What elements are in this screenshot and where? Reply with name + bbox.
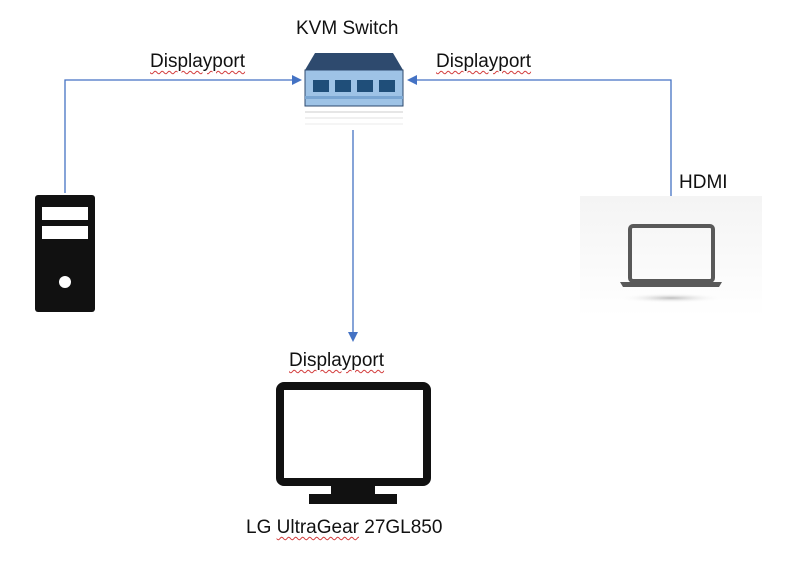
kvm-switch-label: KVM Switch — [296, 18, 399, 39]
monitor-icon — [276, 382, 431, 504]
pc-connection-label: Displayport — [150, 51, 246, 72]
monitor-model-word: UltraGear — [276, 517, 359, 538]
connector-laptop-to-kvm — [407, 75, 672, 196]
kvm-port — [379, 80, 395, 92]
kvm-switch-icon — [304, 53, 404, 125]
kvm-port — [313, 80, 329, 92]
laptop-port-label: HDMI — [679, 172, 728, 193]
monitor-brand-text: LG UltraGear 27GL850 — [246, 517, 443, 538]
laptop-icon — [580, 196, 762, 317]
monitor-connection-label: Displayport — [289, 350, 385, 371]
kvm-port — [335, 80, 351, 92]
desktop-tower-icon — [35, 195, 95, 312]
monitor-model-label: LG UltraGear 27GL850 — [246, 518, 442, 537]
kvm-port — [357, 80, 373, 92]
laptop-connection-label: Displayport — [436, 51, 532, 72]
connector-pc-to-kvm — [64, 75, 302, 193]
